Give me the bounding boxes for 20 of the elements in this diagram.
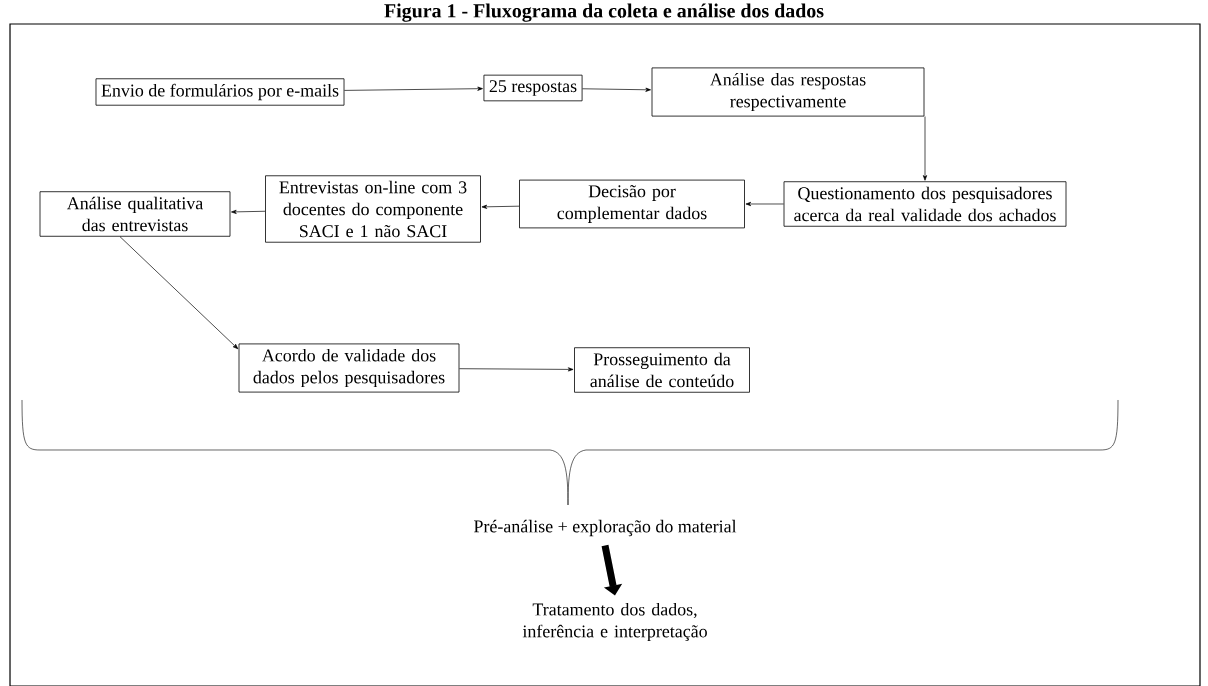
process-box: 25 respostas — [483, 74, 583, 102]
process-box: Entrevistas on-line com 3 docentes do componente SACI e 1 não SACI — [265, 175, 481, 243]
process-box: Prosseguimento da análise de conteúdo — [574, 347, 750, 393]
process-box: Envio de formulários por e-mails — [95, 78, 345, 106]
step-text: Pré-análise + exploração do material — [474, 519, 737, 537]
title: Figura 1 - Fluxograma da coleta e análise dos dados — [384, 3, 824, 22]
process-box: Decisão por complementar dados — [519, 179, 745, 229]
arrow — [119, 236, 239, 350]
step-text: Tratamento dos dados, inferência e interpretação — [522, 602, 707, 642]
arrow — [344, 86, 483, 91]
arrow — [481, 204, 520, 209]
process-box: Questionamento dos pesquisadores acerca da real validade dos achados — [783, 181, 1067, 227]
process-box: Acordo de validade dos dados pelos pesquisadores — [238, 343, 460, 393]
arrow — [745, 201, 784, 207]
arrow — [922, 116, 928, 181]
process-box: Análise qualitativa das entrevistas — [39, 191, 231, 237]
process-box: Análise das respostas respectivamente — [651, 67, 925, 117]
arrow — [231, 209, 266, 214]
arrow — [459, 367, 574, 372]
arrow — [582, 87, 651, 92]
